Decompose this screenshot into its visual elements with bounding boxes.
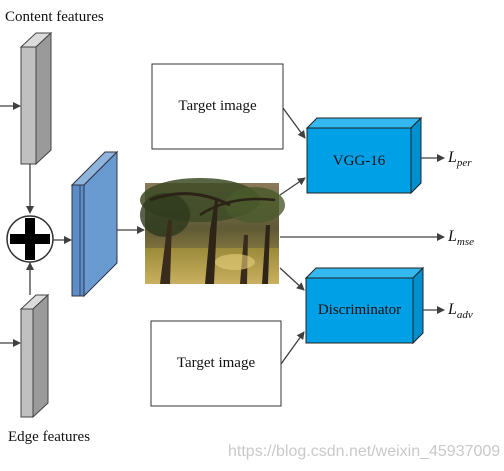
target-to-discriminator-arrow — [280, 331, 305, 365]
generator-block — [70, 150, 119, 298]
target-image-bottom-box — [150, 320, 282, 407]
sum-operator-icon — [6, 215, 54, 263]
generated-image — [140, 178, 285, 284]
discriminator-box — [304, 266, 425, 345]
loss-mse: Lmse — [448, 228, 475, 249]
target-image-bottom-label: Target image — [176, 355, 256, 371]
discriminator-label: Discriminator — [317, 302, 402, 318]
image-to-vgg-arrow — [279, 177, 306, 196]
target-to-vgg-arrow — [282, 107, 306, 139]
content-feature-block — [19, 31, 53, 166]
loss-per: Lper — [448, 149, 472, 170]
vgg-label: VGG-16 — [332, 153, 386, 169]
loss-adv: Ladv — [448, 301, 473, 322]
edge-features-label: Edge features — [8, 429, 91, 445]
target-image-top-box — [151, 63, 284, 150]
content-features-label: Content features — [5, 9, 104, 25]
edge-feature-block — [19, 293, 50, 419]
watermark: https://blog.csdn.net/weixin_45937009 — [228, 443, 501, 460]
image-to-discriminator-arrow — [279, 267, 305, 291]
vgg-box — [305, 116, 423, 195]
target-image-top-label: Target image — [178, 98, 257, 114]
